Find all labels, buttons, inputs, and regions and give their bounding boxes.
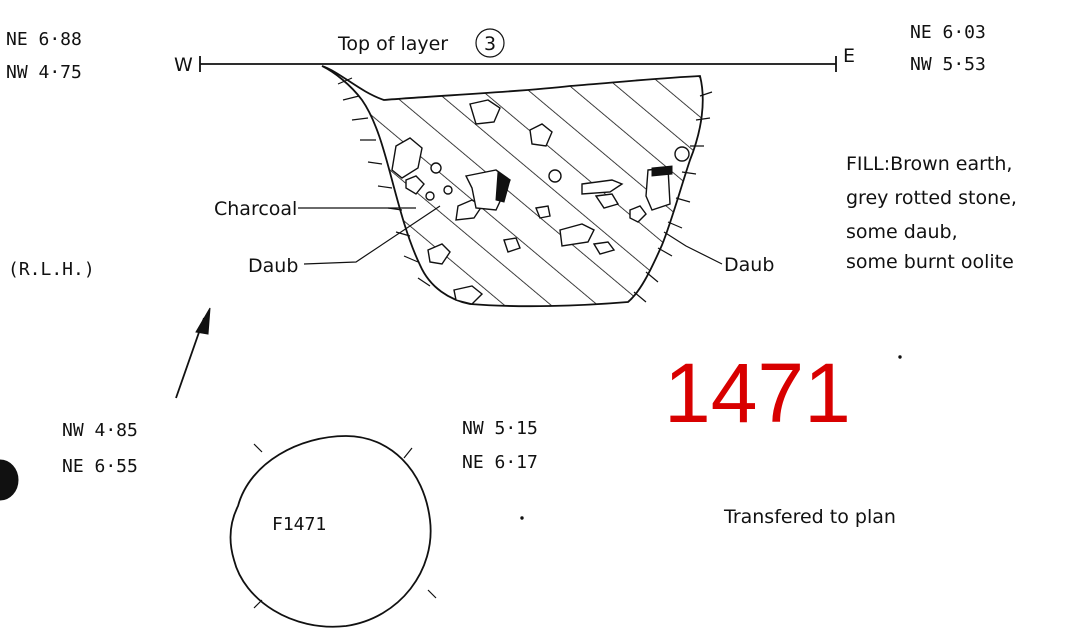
top-of-layer-label: Top of layer	[337, 33, 448, 55]
daub-left-label: Daub	[248, 255, 298, 277]
leader-lines	[298, 205, 723, 265]
level-nw-top-right: NW 5·53	[910, 54, 986, 75]
level-ne-plan-left: NE 6·55	[62, 456, 138, 477]
fill-line-2: grey rotted stone,	[846, 187, 1017, 209]
levels-top-left: NE 6·88 NW 4·75	[6, 29, 82, 83]
level-ne-top-right: NE 6·03	[910, 22, 986, 43]
level-ne-top-left: NE 6·88	[6, 29, 82, 50]
level-nw-plan-left: NW 4·85	[62, 420, 138, 441]
daub-left-leader	[303, 205, 441, 265]
feature-label: F1471	[272, 514, 326, 535]
speck	[898, 355, 902, 359]
stone-inclusions	[391, 99, 690, 305]
edge-hachures	[337, 77, 713, 303]
fill-description: FILL:Brown earth, grey rotted stone, som…	[846, 153, 1017, 273]
plan-note: Transfered to plan	[723, 506, 896, 528]
daub-right-leader	[663, 231, 723, 265]
levels-plan-left: NW 4·85 NE 6·55	[62, 420, 138, 477]
feature-outline	[229, 435, 432, 628]
level-ne-plan-right: NE 6·17	[462, 452, 538, 473]
speck	[520, 516, 524, 520]
fill-line-1: FILL:Brown earth,	[846, 153, 1012, 175]
plan-drawing: F1471	[229, 435, 437, 628]
binding-hole	[0, 459, 19, 501]
layer-number-circle	[475, 28, 505, 58]
fill-line-4: some burnt oolite	[846, 251, 1014, 273]
initials: (R.L.H.)	[8, 259, 95, 280]
stamp-number: 1471	[664, 346, 851, 440]
fill-line-3: some daub,	[846, 221, 958, 243]
levels-plan-right: NW 5·15 NE 6·17	[462, 418, 538, 473]
section-drawing: W E Top of layer 3	[174, 28, 855, 308]
charcoal-label: Charcoal	[214, 198, 297, 220]
level-nw-top-left: NW 4·75	[6, 62, 82, 83]
west-label: W	[174, 54, 193, 76]
daub-right-label: Daub	[724, 254, 774, 276]
north-arrow-icon	[175, 307, 211, 399]
plan-ticks	[253, 443, 437, 609]
levels-top-right: NE 6·03 NW 5·53	[910, 22, 986, 75]
east-label: E	[843, 45, 855, 67]
charcoal-pieces	[464, 165, 673, 211]
level-nw-plan-right: NW 5·15	[462, 418, 538, 439]
layer-number: 3	[484, 33, 496, 55]
